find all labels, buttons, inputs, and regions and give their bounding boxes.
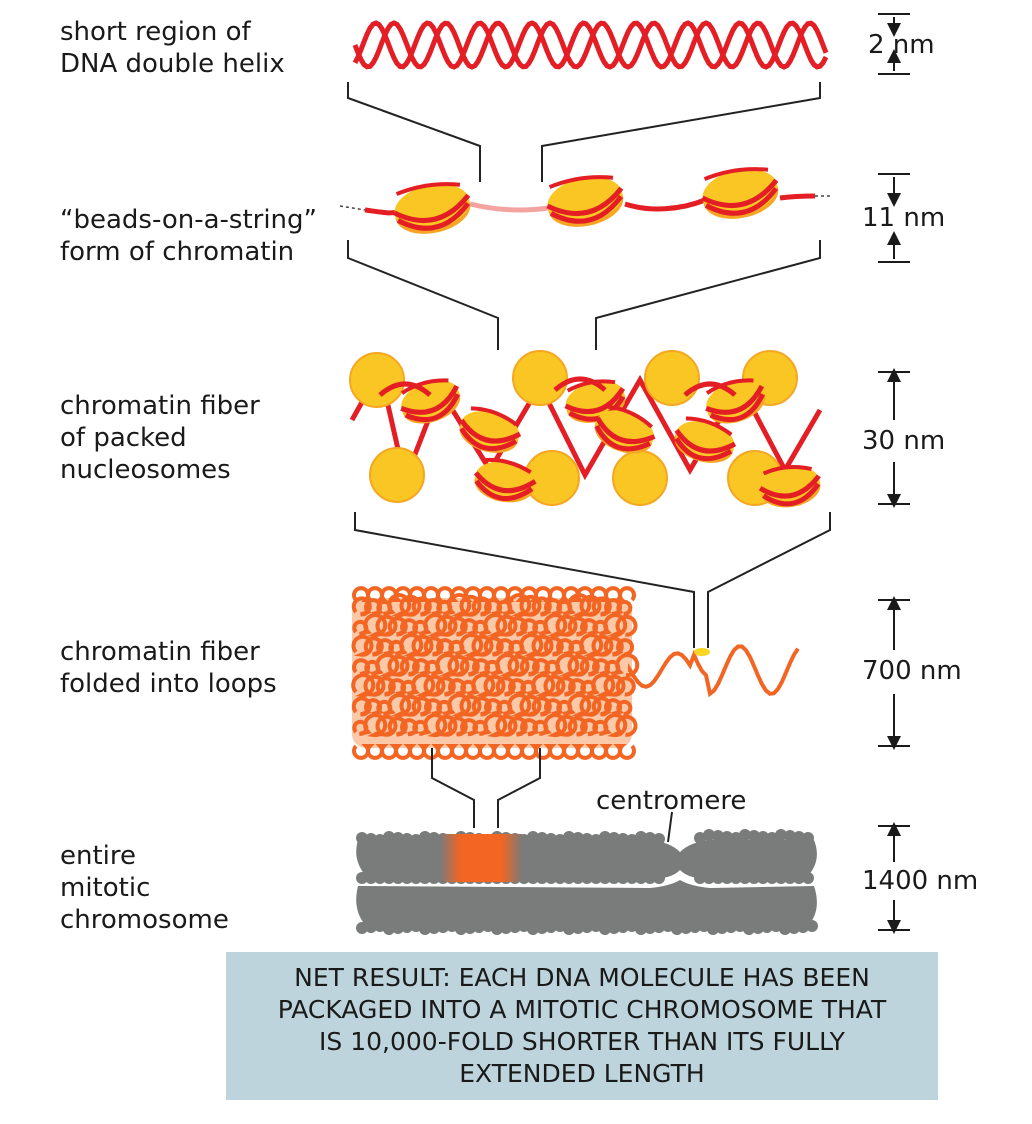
net-result-box: NET RESULT: EACH DNA MOLECULE HAS BEEN P… [226,952,938,1100]
looped-chromatin-fiber [351,586,800,760]
highlighted-fiber-segment [694,648,710,656]
zoom-connector-3 [354,512,831,648]
level-label-dna-helix: short region of DNA double helix [60,17,285,79]
highlighted-chromosome-region [440,834,522,882]
zoom-connector-2 [347,240,821,350]
centromere-pointer [667,811,673,843]
level-label-beads-on-string: “beads-on-a-string” form of chromatin [60,205,318,267]
nucleosome [701,167,779,219]
dimension-label-700nm: 700 nm [862,656,962,686]
beads-on-a-string [339,167,830,234]
nucleosome [546,175,624,227]
helix-strand-a [352,20,829,70]
dimension-label-30nm: 30 nm [862,426,946,456]
centromere-label: centromere [596,786,747,816]
level-label-mitotic-chromosome: entire mitotic chromosome [60,841,229,935]
dna-double-helix [352,20,829,70]
zoom-connector-4 [431,748,541,828]
packed-nucleosome-fiber [349,350,823,508]
nucleosome [393,182,471,234]
dimension-label-2nm: 2 nm [868,30,935,60]
mitotic-chromosome [356,811,818,935]
dimension-label-11nm: 11 nm [862,203,946,233]
level-label-looped-fiber: chromatin fiber folded into loops [60,637,277,699]
dimension-arrows [878,13,910,934]
helix-strand-b [352,20,829,70]
level-label-packed-fiber: chromatin fiber of packed nucleosomes [60,391,260,485]
zoom-connector-1 [347,82,821,182]
dimension-label-1400nm: 1400 nm [862,866,979,896]
